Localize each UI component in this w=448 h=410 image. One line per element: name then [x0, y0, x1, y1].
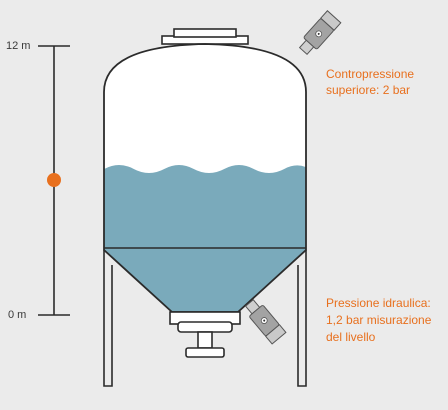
outlet-pipe: [197, 331, 213, 349]
tank-legs: [103, 250, 307, 387]
level-scale: [38, 45, 70, 316]
liquid-fill: [104, 164, 306, 312]
bottom-pressure-label-line3: del livello: [326, 330, 376, 344]
outlet-valve: [185, 347, 225, 358]
outlet-collar: [177, 321, 233, 333]
level-indicator-dot: [47, 173, 61, 187]
tank-leg-right: [297, 250, 307, 387]
scale-top-label: 12 m: [6, 40, 31, 52]
pressure-sensor-top-icon: [298, 10, 342, 56]
pressure-sensor-bottom-icon: [244, 299, 287, 345]
liquid-surface: [103, 163, 307, 173]
top-pressure-label-line1: Contropressione: [326, 67, 415, 81]
bottom-pressure-label-line1: Pressione idraulica:: [326, 296, 431, 310]
tank-leg-left: [103, 250, 113, 387]
scale-bottom-label: 0 m: [8, 309, 27, 321]
bottom-pressure-label-line2: 1,2 bar misurazione: [326, 313, 432, 327]
top-pressure-label-line2: superiore: 2 bar: [326, 83, 411, 97]
bottom-outlet: [169, 311, 241, 358]
tank-outline: [103, 43, 307, 313]
top-inlet-neck: [173, 28, 237, 38]
